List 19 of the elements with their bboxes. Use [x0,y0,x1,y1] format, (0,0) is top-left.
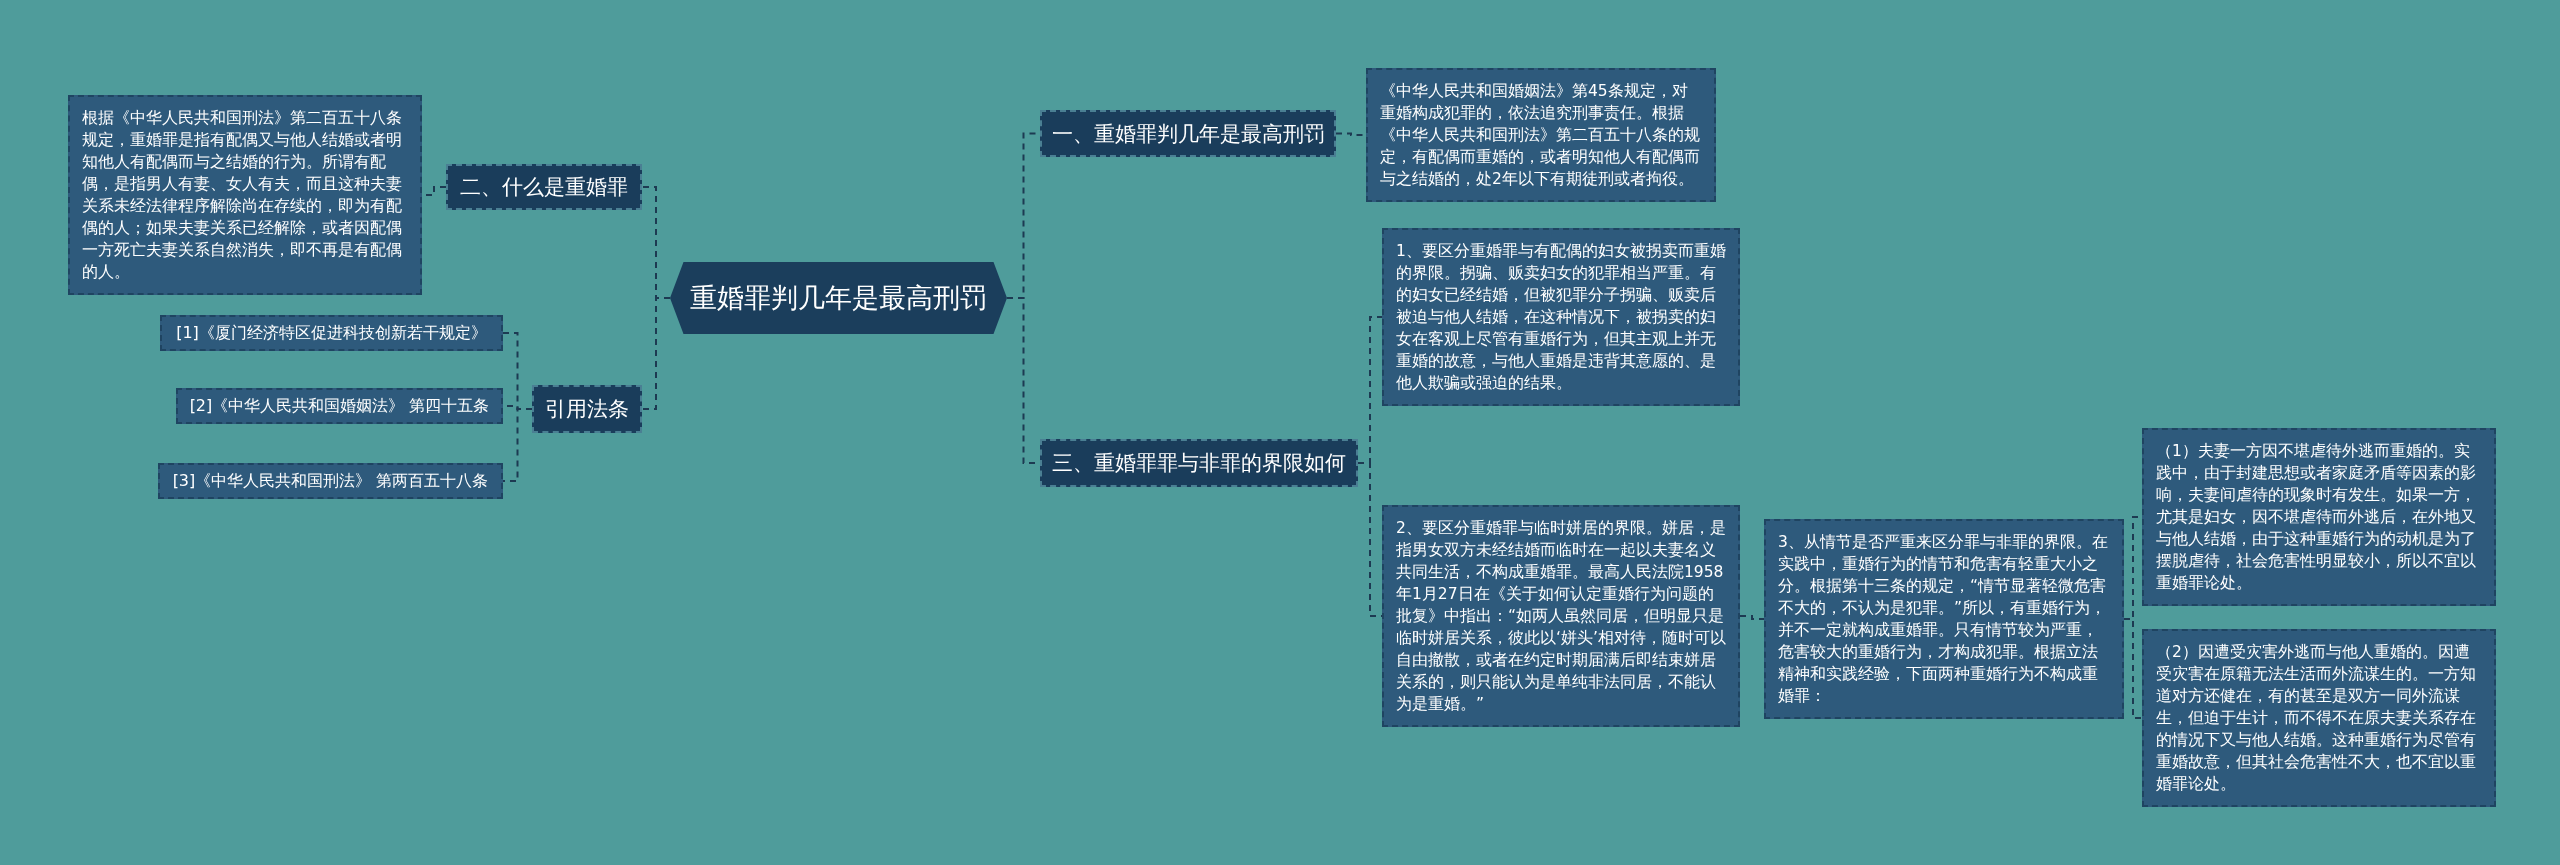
connector-line [641,297,671,410]
connector-line [2123,618,2143,719]
connector-line [1739,615,1765,620]
text-card: 《中华人民共和国婚姻法》第45条规定，对重婚构成犯罪的，依法追究刑事责任。根据《中华人民共和国刑法》第二百五十八条的规定，有配偶而重婚的，或者明知他人有配偶而与之结婚的，处2年以下有期徒刑或者拘役。 [1366,68,1716,202]
connector-line [502,408,533,482]
text-card: （1）夫妻一方因不堪虐待外逃而重婚的。实践中，由于封建思想或者家庭矛盾等因素的影响，夫妻间虐待的现象时有发生。如果一方，尤其是妇女，因不堪虐待而外逃后，在外地又与他人结婚，由于这种重婚行为的动机是为了摆脱虐待，社会危害性明显较小，所以不宜以重婚罪论处。 [2142,428,2496,606]
topic-box: 二、什么是重婚罪 [446,164,642,210]
citation-box: [1]《厦门经济特区促进科技创新若干规定》 [160,315,503,351]
citation-box: [2]《中华人民共和国婚姻法》 第四十五条 [176,388,503,424]
text-card: 根据《中华人民共和国刑法》第二百五十八条规定，重婚罪是指有配偶又与他人结婚或者明知他人有配偶而与之结婚的行为。所谓有配偶，是指男人有妻、女人有夫，而且这种夫妻关系未经法律程序解除尚在存续的，即为有配偶的人；如果夫妻关系已经解除，或者因配偶一方死亡夫妻关系自然消失，即不再是有配偶的人。 [68,95,422,295]
citation-box: [3]《中华人民共和国刑法》 第两百五十八条 [158,463,503,499]
central-topic: 重婚罪判几年是最高刑罚 [670,262,1007,334]
text-card: 3、从情节是否严重来区分罪与非罪的界限。在实践中，重婚行为的情节和危害有轻重大小之分。根据第十三条的规定，“情节显著轻微危害不大的，不认为是犯罪。”所以，有重婚行为，并不一定就构成重婚罪。只有情节较为严重，危害较大的重婚行为，才构成犯罪。根据立法精神和实践经验，下面两种重婚行为不构成重婚罪： [1764,519,2124,719]
topic-box: 三、重婚罪罪与非罪的界限如何 [1040,439,1358,487]
text-card: 2、要区分重婚罪与临时姘居的界限。姘居，是指男女双方未经结婚而临时在一起以夫妻名义共同生活，不构成重婚罪。最高人民法院1958年1月27日在《关于如何认定重婚行为问题的批复》中指出：“如两人虽然同居，但明显只是临时姘居关系，彼此以‘姘头’相对待，随时可以自由撤散，或者在约定时期届满后即结束姘居关系的，则只能认为是单纯非法同居，不能认为是重婚。” [1382,505,1740,727]
topic-box: 引用法条 [532,385,642,433]
topic-box: 一、重婚罪判几年是最高刑罚 [1040,110,1336,157]
text-card: （2）因遭受灾害外逃而与他人重婚的。因遭受灾害在原籍无法生活而外流谋生的。一方知道对方还健在，有的甚至是双方一同外流谋生，但迫于生计，而不得不在原夫妻关系存在的情况下又与他人结婚。这种重婚行为尽管有重婚故意，但其社会危害性不大，也不宜以重婚罪论处。 [2142,629,2496,807]
text-card: 1、要区分重婚罪与有配偶的妇女被拐卖而重婚的界限。拐骗、贩卖妇女的犯罪相当严重。有的妇女已经结婚，但被犯罪分子拐骗、贩卖后被迫与他人结婚，在这种情况下，被拐卖的妇女在客观上尽管有重婚行为，但其主观上并无重婚的故意，与他人重婚是违背其意愿的、是他人欺骗或强迫的结果。 [1382,228,1740,406]
